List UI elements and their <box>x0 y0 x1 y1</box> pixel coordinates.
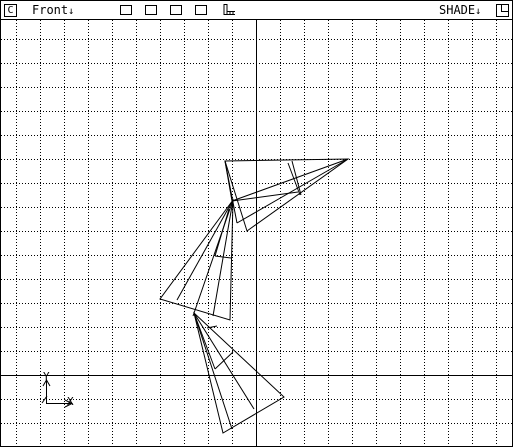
view-menu-arrow-icon: ↓ <box>68 6 75 17</box>
shade-menu[interactable]: SHADE↓ <box>439 3 481 19</box>
shade-menu-label: SHADE <box>439 3 476 17</box>
layout-button-4[interactable] <box>195 5 207 15</box>
zoom-icon[interactable] <box>496 4 509 17</box>
shade-menu-arrow-icon: ↓ <box>475 6 482 17</box>
front-viewport[interactable]: Y X <box>1 20 512 446</box>
layout-button-3[interactable] <box>170 5 182 15</box>
layout-button-2[interactable] <box>145 5 157 15</box>
y-arrow-icon <box>42 379 51 387</box>
title-bar[interactable]: C Front↓ SHADE↓ <box>1 1 512 20</box>
wireframe-object-bottom <box>193 311 285 434</box>
view-menu-label: Front <box>32 3 69 17</box>
y-axis-label: Y <box>43 370 50 383</box>
layout-button-1[interactable] <box>120 5 132 15</box>
close-glyph: C <box>7 5 14 16</box>
wireframe-object-middle <box>159 198 234 321</box>
grid-snap-icon[interactable] <box>222 4 236 17</box>
view-menu[interactable]: Front↓ <box>32 3 74 19</box>
x-arrow-icon <box>64 399 74 408</box>
close-icon[interactable]: C <box>4 4 17 17</box>
wireframe-object-top <box>224 158 350 232</box>
x-axis-label: X <box>67 395 74 408</box>
axis-indicator: Y X <box>41 370 74 408</box>
